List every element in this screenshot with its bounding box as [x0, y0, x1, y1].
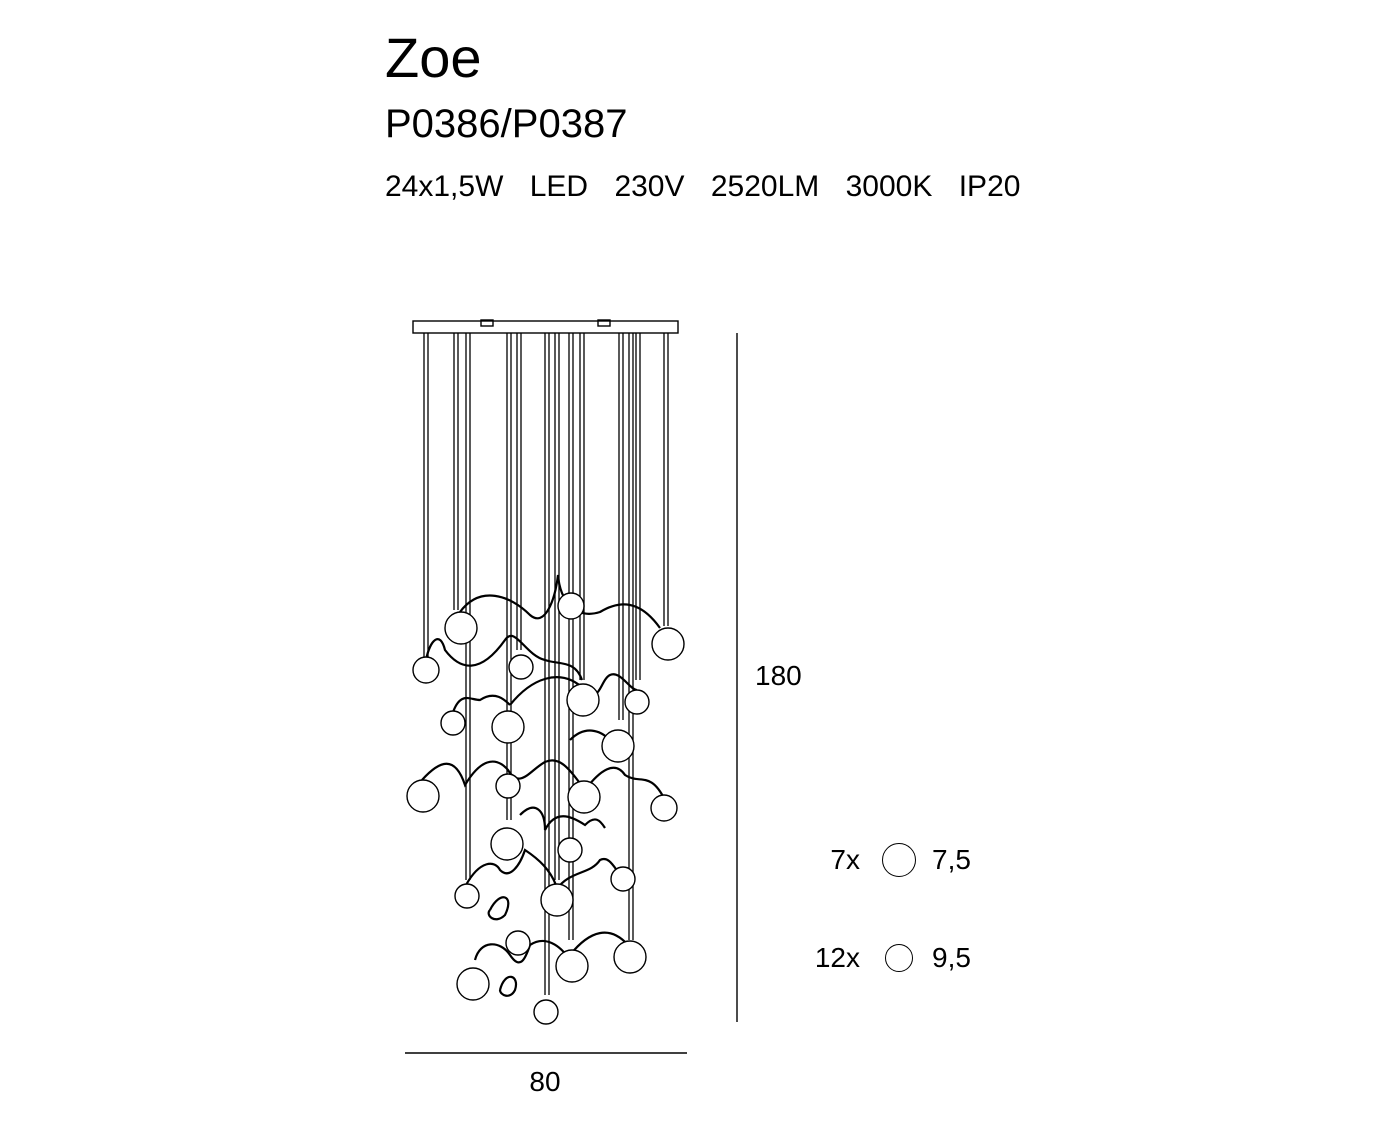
globe — [454, 883, 480, 909]
globe — [406, 779, 440, 813]
globe — [651, 627, 685, 661]
product-specs: 24x1,5W LED 230V 2520LM 3000K IP20 — [385, 172, 1032, 202]
spec-color-temp: 3000K — [845, 170, 933, 203]
globe — [508, 654, 534, 680]
globe — [557, 837, 583, 863]
globe — [566, 683, 600, 717]
globe — [601, 729, 635, 763]
globe — [490, 827, 524, 861]
legend-row-large: 12x 9,5 — [812, 942, 971, 974]
globe — [495, 773, 521, 799]
ceiling-canopy — [412, 319, 679, 334]
globe — [540, 883, 574, 917]
globe — [440, 710, 466, 736]
globe — [444, 611, 478, 645]
globe — [624, 689, 650, 715]
globe — [650, 794, 678, 822]
legend-qty: 12x — [814, 942, 860, 973]
globe — [555, 949, 589, 983]
globe-circle-icon — [885, 944, 913, 972]
globe — [610, 866, 636, 892]
legend-row-small: 7x 7,5 — [812, 843, 971, 877]
glass-globes — [406, 592, 685, 1025]
globe — [505, 930, 531, 956]
globe — [491, 710, 525, 744]
spec-source: LED — [529, 170, 589, 203]
globe — [613, 940, 647, 974]
globe — [456, 967, 490, 1001]
suspension-cables — [423, 333, 669, 995]
globe — [412, 656, 440, 684]
legend-size: 9,5 — [932, 942, 971, 973]
globe-circle-icon — [882, 843, 916, 877]
legend-size: 7,5 — [932, 844, 971, 875]
product-codes: P0386/P0387 — [385, 102, 628, 146]
width-label: 80 — [529, 1066, 561, 1097]
globe — [533, 999, 559, 1025]
spec-lumen: 2520LM — [710, 170, 820, 203]
legend-qty: 7x — [830, 844, 860, 875]
globe — [557, 592, 585, 620]
height-label: 180 — [755, 660, 802, 691]
spec-voltage: 230V — [614, 170, 685, 203]
spec-power: 24x1,5W — [385, 170, 504, 203]
product-name: Zoe — [385, 26, 482, 89]
globe — [567, 780, 601, 814]
spec-ip: IP20 — [958, 170, 1021, 203]
